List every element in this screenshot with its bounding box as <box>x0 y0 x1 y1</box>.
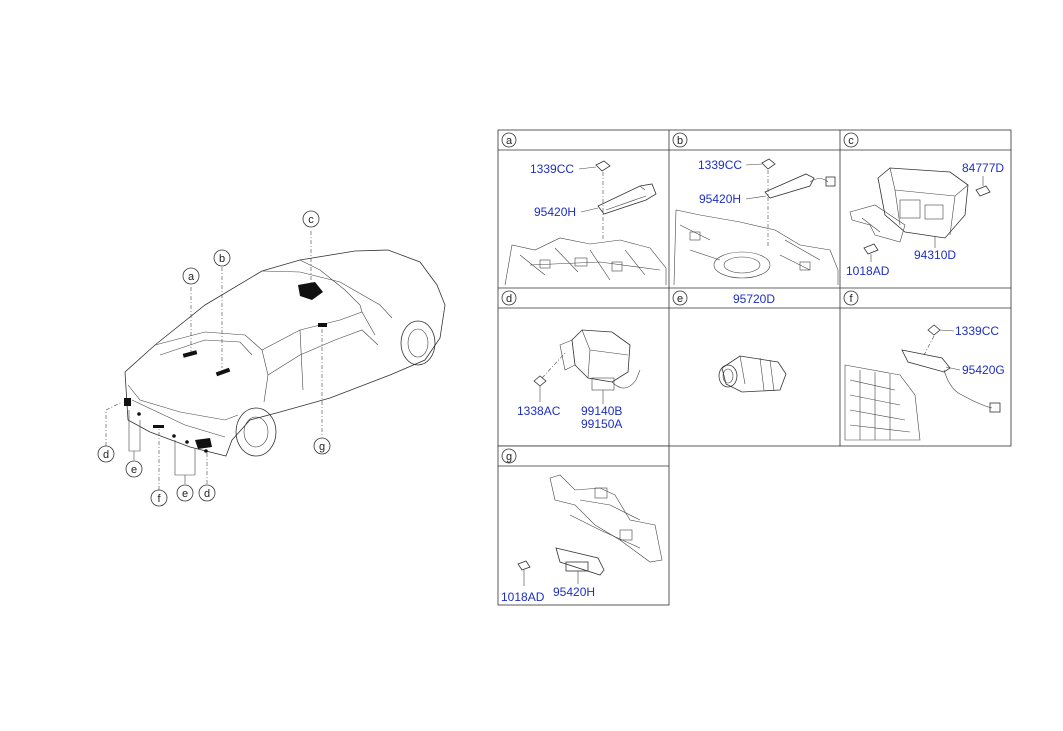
rear-wheel <box>235 407 277 457</box>
callout-e-right: e <box>182 488 188 500</box>
panel-f-part-1339CC: 1339CC <box>955 324 999 338</box>
panel-a-content: 1339CC 95420H <box>504 160 667 286</box>
sensor-d-right-marker <box>195 438 212 449</box>
sensor-d-left-marker <box>124 398 131 406</box>
callout-a: a <box>188 271 195 283</box>
panel-c-part-84777D: 84777D <box>962 161 1004 175</box>
b-pillar <box>299 329 304 391</box>
callout-d-right: d <box>204 488 210 500</box>
panel-b-letter: b <box>677 135 683 147</box>
front-wheel-hub <box>407 328 429 358</box>
antenna-f-marker <box>153 425 164 428</box>
car-body-outline <box>124 249 446 457</box>
panel-d-part-99140B: 99140B <box>581 404 622 418</box>
panel-e-title: 95720D <box>733 292 775 306</box>
side-window-lower <box>267 329 379 376</box>
callout-f: f <box>157 493 161 505</box>
panel-b-content: 1339CC 95420H <box>673 158 839 286</box>
antenna-b-marker <box>215 367 231 377</box>
panel-d-letter: d <box>506 293 512 305</box>
panel-g-part-1018AD: 1018AD <box>501 590 545 604</box>
panel-g-part-95420H: 95420H <box>553 585 595 599</box>
roof-edge <box>261 270 393 319</box>
callout-g: g <box>319 441 325 453</box>
callout-d-left: d <box>103 449 109 461</box>
bumper-line <box>131 399 226 438</box>
panel-c-part-94310D: 94310D <box>914 248 956 262</box>
antenna-g-marker <box>318 323 327 327</box>
panel-b-part-1339CC: 1339CC <box>698 158 742 172</box>
sensor-e4 <box>204 449 208 453</box>
panel-e-letter: e <box>677 293 683 305</box>
panel-d-part-1338AC: 1338AC <box>517 404 561 418</box>
panel-f-part-95420G: 95420G <box>962 363 1005 377</box>
windshield-line <box>299 259 363 313</box>
panel-g-content: 1018AD 95420H <box>501 474 663 604</box>
leader-lines <box>105 231 323 490</box>
panel-c-part-1018AD: 1018AD <box>846 264 890 278</box>
sensor-e2 <box>172 434 176 438</box>
panel-f-letter: f <box>849 293 853 305</box>
module-c-marker <box>298 282 323 300</box>
panel-headers: a b c d e f g 95720D <box>501 132 859 464</box>
front-wheel <box>400 320 436 366</box>
panel-g-letter: g <box>506 451 512 463</box>
overview-callouts: c a b d e f e d g <box>97 210 331 507</box>
sensor-e1 <box>137 412 141 416</box>
panel-a-part-95420H: 95420H <box>534 205 576 219</box>
rear-glass <box>159 339 253 356</box>
panel-d-part-99150A: 99150A <box>581 417 622 431</box>
antenna-a-marker <box>182 350 198 358</box>
callout-c: c <box>308 214 314 226</box>
trunk-line <box>127 384 239 421</box>
panel-f-content: 1339CC 95420G <box>844 324 1005 441</box>
rear-wheel-hub <box>243 416 269 448</box>
panel-a-letter: a <box>506 135 513 147</box>
panel-d-content: 1338AC 99140B 99150A <box>517 329 641 431</box>
panel-c-letter: c <box>848 135 854 147</box>
rear-window-line <box>154 331 269 403</box>
panel-c-content: 84777D 94310D 1018AD <box>846 161 1004 278</box>
callout-b: b <box>219 253 225 265</box>
panel-a-part-1339CC: 1339CC <box>530 162 574 176</box>
callout-e-left: e <box>131 464 137 476</box>
panel-e-content <box>718 355 787 393</box>
panel-b-part-95420H: 95420H <box>699 192 741 206</box>
panel-grid <box>497 129 1012 606</box>
side-window-upper <box>261 311 376 351</box>
sensor-e3 <box>185 440 189 444</box>
vehicle-overview <box>124 249 446 457</box>
